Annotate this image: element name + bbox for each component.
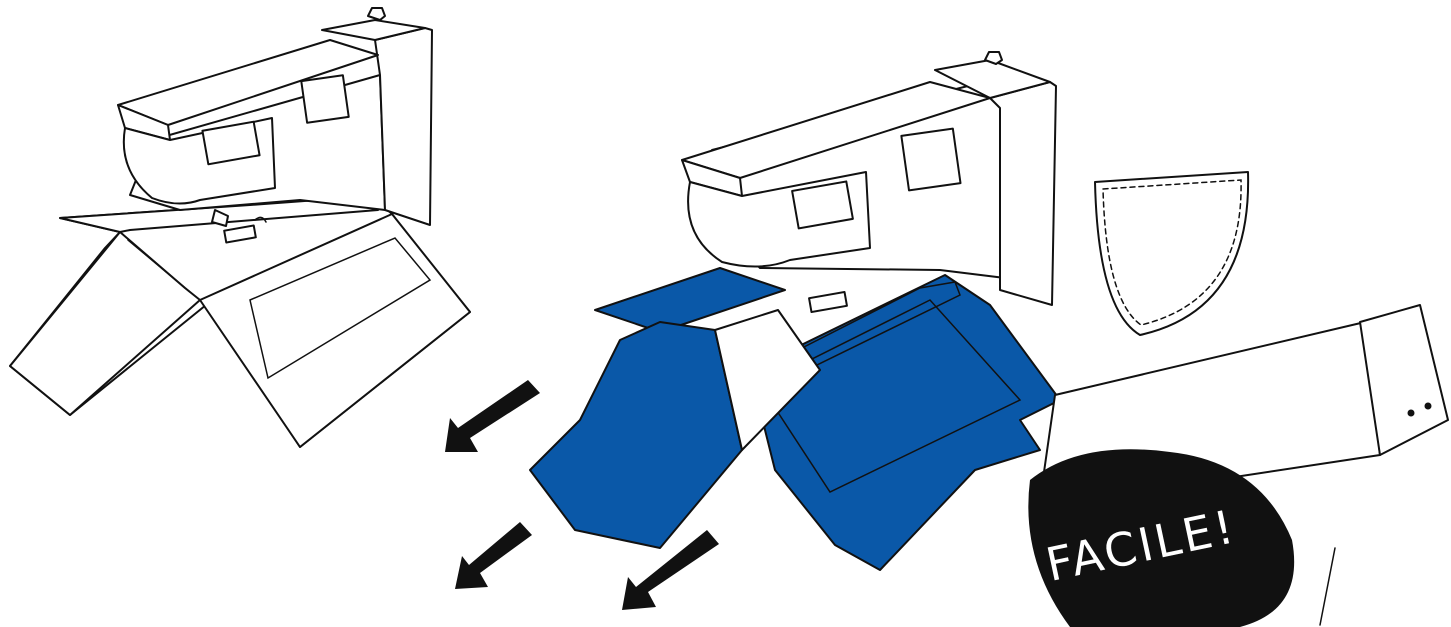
speech-badge-icon: FACILE! — [1028, 449, 1294, 627]
arrow-down-left-icon — [445, 380, 540, 452]
sewing-machine-icon — [10, 8, 470, 447]
arrow-down-left-icon — [455, 522, 532, 589]
sewing-machine-icon — [530, 52, 1060, 570]
pocket-patch-icon — [1095, 172, 1248, 335]
